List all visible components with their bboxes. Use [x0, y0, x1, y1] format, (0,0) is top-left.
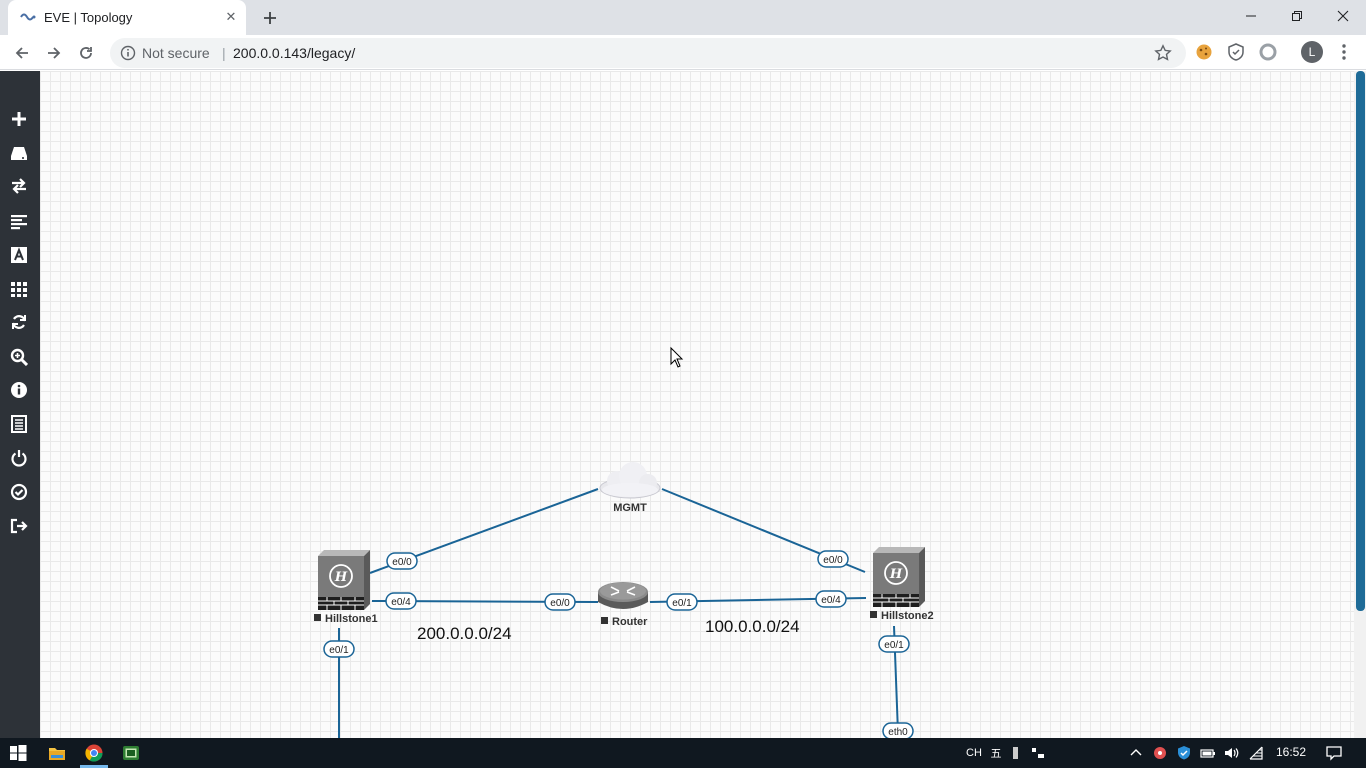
logout-icon[interactable]	[9, 516, 29, 536]
back-icon[interactable]	[9, 40, 35, 66]
restore-icon[interactable]	[1274, 0, 1320, 32]
ime-mode-indicator[interactable]: 五	[990, 748, 1002, 760]
action-center-icon[interactable]	[1325, 744, 1343, 762]
svg-text:e0/4: e0/4	[821, 595, 841, 606]
router-node[interactable]: Router	[598, 582, 648, 628]
port-label-h1-e00[interactable]: e0/0	[386, 552, 418, 570]
zoom-icon[interactable]	[9, 347, 29, 367]
battery-icon[interactable]	[1200, 745, 1216, 761]
close-window-icon[interactable]	[1320, 0, 1366, 32]
new-tab-icon[interactable]	[258, 6, 282, 30]
scrollbar-thumb[interactable]	[1356, 71, 1365, 611]
tray-shield-icon[interactable]	[1176, 745, 1192, 761]
tab-title: EVE | Topology	[44, 10, 133, 25]
port-label-router-e01[interactable]: e0/1	[666, 593, 698, 611]
firewall-icon: H	[873, 547, 925, 607]
node-label-mgmt: MGMT	[613, 502, 647, 514]
svg-text:e0/0: e0/0	[392, 557, 412, 568]
svg-text:eth0: eth0	[888, 727, 908, 738]
taskbar-clock[interactable]: 16:52	[1276, 745, 1307, 759]
terminal-app-icon[interactable]	[121, 743, 141, 763]
svg-text:H: H	[889, 567, 903, 582]
cookie-extension-icon[interactable]	[1194, 42, 1214, 62]
node-status-router	[601, 617, 608, 624]
svg-text:e0/0: e0/0	[550, 598, 570, 609]
check-circle-icon[interactable]	[9, 482, 29, 502]
grid-apps-icon[interactable]	[9, 279, 29, 299]
eve-logo-icon	[20, 13, 36, 21]
svg-text:e0/1: e0/1	[884, 640, 904, 651]
browser-tab[interactable]: EVE | Topology ✕	[8, 0, 246, 35]
port-label-h2-e04[interactable]: e0/4	[815, 590, 847, 608]
url-text[interactable]: 200.0.0.143/legacy/	[233, 45, 356, 61]
windows-taskbar: CH 五 16:52	[0, 738, 1366, 768]
hillstone2-node[interactable]: H Hillstone2	[870, 547, 934, 622]
node-status-hillstone1	[314, 614, 321, 621]
firewall-icon: H	[318, 550, 370, 610]
router-icon	[598, 582, 648, 609]
align-left-icon[interactable]	[9, 211, 29, 231]
plus-icon[interactable]	[9, 109, 29, 129]
hillstone1-node[interactable]: H Hillstone1	[314, 550, 378, 625]
info-icon[interactable]	[9, 380, 29, 400]
ime-settings-icon[interactable]	[1030, 745, 1046, 761]
port-label-h1-e04[interactable]: e0/4	[385, 592, 417, 610]
tab-close-icon[interactable]: ✕	[225, 9, 237, 24]
port-label-h2-e01[interactable]: e0/1	[878, 635, 910, 653]
volume-icon[interactable]	[1223, 745, 1239, 761]
security-status: Not secure	[142, 45, 210, 61]
network-label-right[interactable]: 100.0.0.0/24	[705, 617, 800, 636]
file-explorer-icon[interactable]	[47, 743, 67, 763]
reload-icon[interactable]	[73, 40, 99, 66]
network-wifi-icon[interactable]	[1248, 745, 1264, 761]
browser-toolbar: Not secure | 200.0.0.143/legacy/	[0, 35, 1366, 70]
mgmt-cloud-node[interactable]: MGMT	[599, 462, 661, 514]
network-label-left[interactable]: 200.0.0.0/24	[417, 624, 512, 643]
chrome-icon[interactable]	[84, 743, 104, 763]
port-label-h2-e00[interactable]: e0/0	[817, 550, 849, 568]
windows-start-icon[interactable]	[8, 743, 28, 763]
power-icon[interactable]	[9, 448, 29, 468]
exchange-arrows-icon[interactable]	[9, 176, 29, 196]
node-label-router: Router	[612, 616, 648, 628]
url-separator: |	[222, 45, 226, 61]
half-width-icon[interactable]	[1008, 745, 1024, 761]
forward-icon[interactable]	[41, 40, 67, 66]
tray-app-flower-icon[interactable]	[1152, 745, 1168, 761]
svg-text:e0/1: e0/1	[329, 645, 349, 656]
info-icon[interactable]	[120, 45, 136, 61]
address-bar[interactable]: Not secure | 200.0.0.143/legacy/	[110, 38, 1186, 68]
svg-text:e0/1: e0/1	[672, 598, 692, 609]
svg-text:e0/0: e0/0	[823, 555, 843, 566]
eve-sidebar	[0, 71, 40, 738]
browser-menu-icon[interactable]	[1335, 42, 1353, 62]
port-label-router-e00[interactable]: e0/0	[544, 593, 576, 611]
text-font-icon[interactable]	[9, 245, 29, 265]
svg-text:e0/4: e0/4	[391, 597, 411, 608]
node-label-hillstone1: Hillstone1	[325, 613, 378, 625]
canvas-scrollbar[interactable]	[1354, 71, 1366, 738]
svg-text:H: H	[334, 570, 348, 585]
circle-extension-icon[interactable]	[1258, 42, 1278, 62]
port-label-eth0[interactable]: eth0	[882, 722, 914, 739]
cloud-icon	[599, 462, 661, 499]
topology-canvas[interactable]	[40, 71, 1354, 738]
chrome-active-indicator	[80, 765, 108, 768]
port-label-h1-e01[interactable]: e0/1	[323, 640, 355, 658]
shield-extension-icon[interactable]	[1226, 42, 1246, 62]
list-icon[interactable]	[9, 414, 29, 434]
tray-expand-icon[interactable]	[1128, 745, 1144, 761]
network-drive-icon[interactable]	[9, 143, 29, 163]
minimize-icon[interactable]	[1228, 0, 1274, 32]
profile-avatar[interactable]: L	[1301, 41, 1323, 63]
refresh-icon[interactable]	[9, 312, 29, 332]
browser-tabstrip: EVE | Topology ✕	[0, 0, 1366, 35]
ime-language-indicator[interactable]: CH	[966, 747, 982, 759]
node-label-hillstone2: Hillstone2	[881, 610, 934, 622]
node-status-hillstone2	[870, 611, 877, 618]
bookmark-star-icon[interactable]	[1154, 44, 1172, 62]
